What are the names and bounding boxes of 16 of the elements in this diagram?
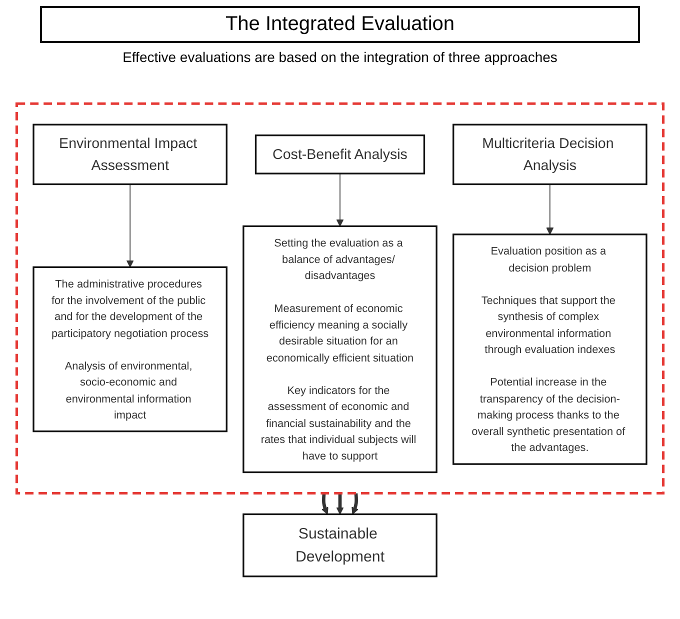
node-box: Setting the evaluation as a balance of advantages/ disadvantages Measurement of economic efficiency meaning a socially desirable situation for an economically efficient situation Key indicators for the assessment of economic and financial sustainability and the rates that individual subjects will have to support <box>242 225 438 474</box>
title-box: The Integrated Evaluation <box>40 6 640 43</box>
node-box: The administrative procedures for the involvement of the public and for the development of the participatory negotiation process Analysis of environmental, socio-economic and environmental information impact <box>32 266 228 432</box>
arrow <box>321 493 328 515</box>
arrow <box>126 184 134 268</box>
node-box: Evaluation position as a decision problem Techniques that support the synthesis of complex environmental information through evaluation indexes Potential increase in the transparency of the decision-making process thanks to the overall synthetic presentation of the advantages. <box>452 234 648 465</box>
node-box: Sustainable Development <box>242 513 438 578</box>
arrow <box>546 184 554 235</box>
node-box: Cost-Benefit Analysis <box>254 134 426 174</box>
subtitle-text: Effective evaluations are based on the integration of three approaches <box>122 49 558 65</box>
arrow <box>336 493 344 515</box>
cluster <box>15 102 665 494</box>
node-box: Multicriteria Decision Analysis <box>452 124 648 186</box>
arrow <box>336 173 344 227</box>
node-box: Environmental Impact Assessment <box>32 124 228 186</box>
arrow <box>352 493 359 515</box>
